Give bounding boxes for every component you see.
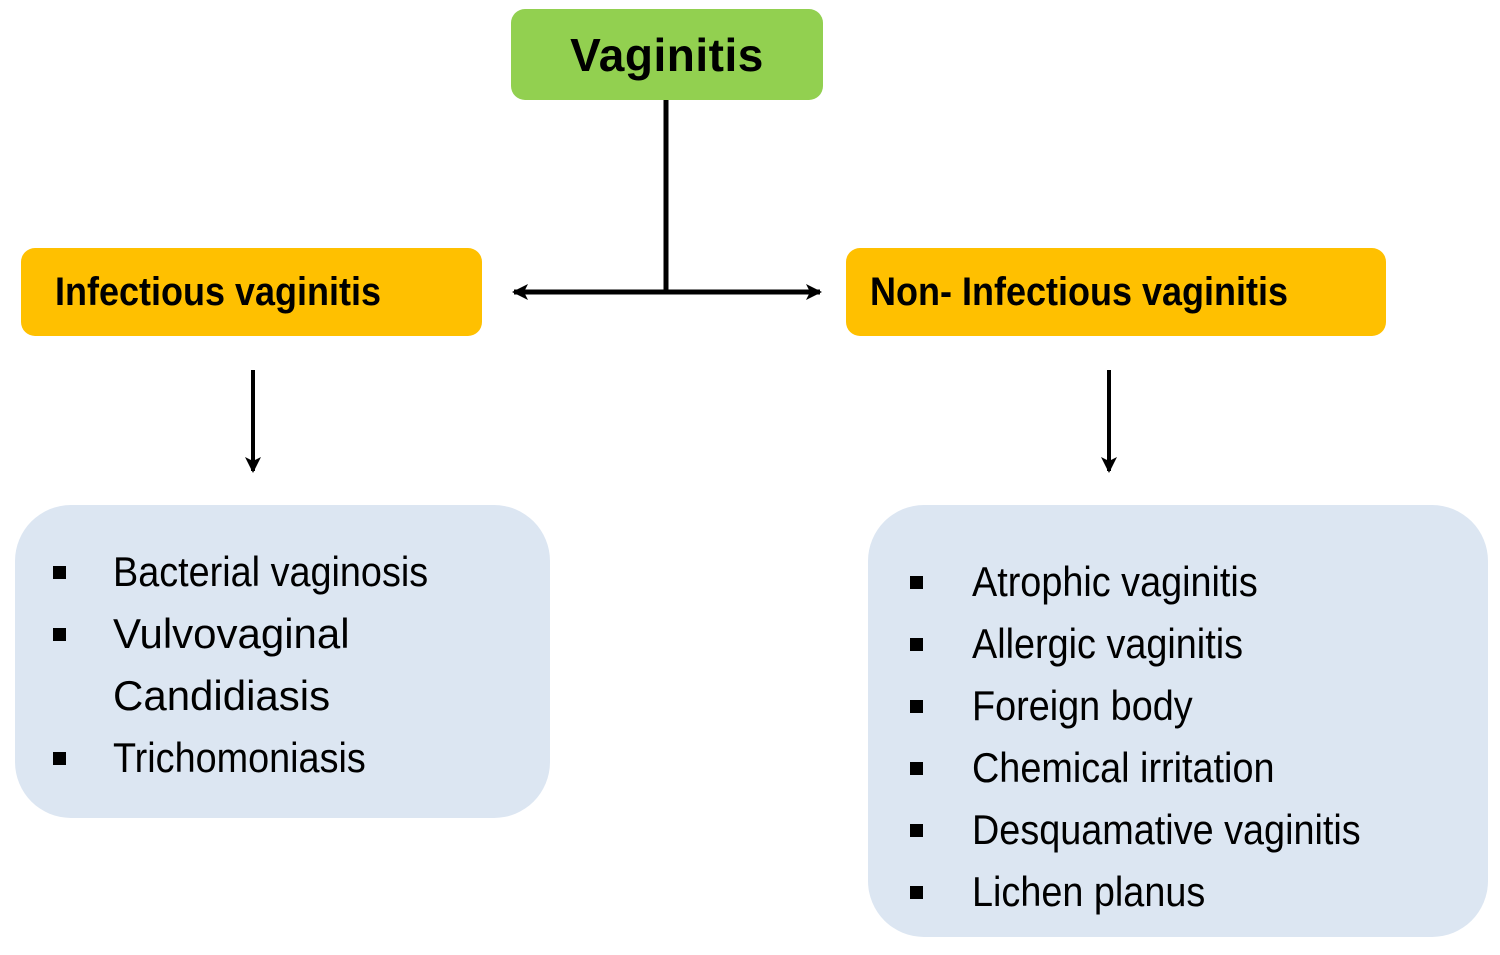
square-bullet-icon xyxy=(910,886,923,899)
list-item: Vulvovaginal Candidiasis xyxy=(53,603,533,727)
infectious-list: Bacterial vaginosis Vulvovaginal Candidi… xyxy=(53,541,533,789)
list-item: Bacterial vaginosis xyxy=(53,541,533,603)
non-infectious-list-box: Atrophic vaginitis Allergic vaginitis Fo… xyxy=(868,505,1488,937)
category-label-non-infectious: Non- Infectious vaginitis xyxy=(870,269,1289,314)
list-item: Allergic vaginitis xyxy=(910,613,1470,675)
list-item-text: Vulvovaginal Candidiasis xyxy=(113,610,350,719)
square-bullet-icon xyxy=(910,700,923,713)
list-item: Atrophic vaginitis xyxy=(910,551,1470,613)
infectious-list-box: Bacterial vaginosis Vulvovaginal Candidi… xyxy=(15,505,550,818)
list-item-text: Foreign body xyxy=(972,682,1193,729)
square-bullet-icon xyxy=(910,762,923,775)
list-item: Desquamative vaginitis xyxy=(910,799,1470,861)
list-item-text: Atrophic vaginitis xyxy=(972,558,1258,605)
list-item-text: Chemical irritation xyxy=(972,744,1275,791)
list-item: Trichomoniasis xyxy=(53,727,533,789)
list-item-text: Trichomoniasis xyxy=(113,734,366,781)
root-node-vaginitis: Vaginitis xyxy=(511,9,823,100)
list-item: Foreign body xyxy=(910,675,1470,737)
category-label-infectious: Infectious vaginitis xyxy=(55,269,382,314)
square-bullet-icon xyxy=(910,824,923,837)
list-item-text: Lichen planus xyxy=(972,868,1206,915)
list-item: Chemical irritation xyxy=(910,737,1470,799)
square-bullet-icon xyxy=(53,566,66,579)
square-bullet-icon xyxy=(53,752,66,765)
square-bullet-icon xyxy=(910,638,923,651)
list-item-text: Desquamative vaginitis xyxy=(972,806,1361,853)
root-node-label: Vaginitis xyxy=(570,28,764,81)
non-infectious-list: Atrophic vaginitis Allergic vaginitis Fo… xyxy=(910,551,1470,923)
list-item: Lichen planus xyxy=(910,861,1470,923)
category-node-infectious: Infectious vaginitis xyxy=(21,248,482,336)
category-node-non-infectious: Non- Infectious vaginitis xyxy=(846,248,1386,336)
square-bullet-icon xyxy=(910,576,923,589)
square-bullet-icon xyxy=(53,628,66,641)
list-item-text: Bacterial vaginosis xyxy=(113,548,429,595)
list-item-text: Allergic vaginitis xyxy=(972,620,1244,667)
